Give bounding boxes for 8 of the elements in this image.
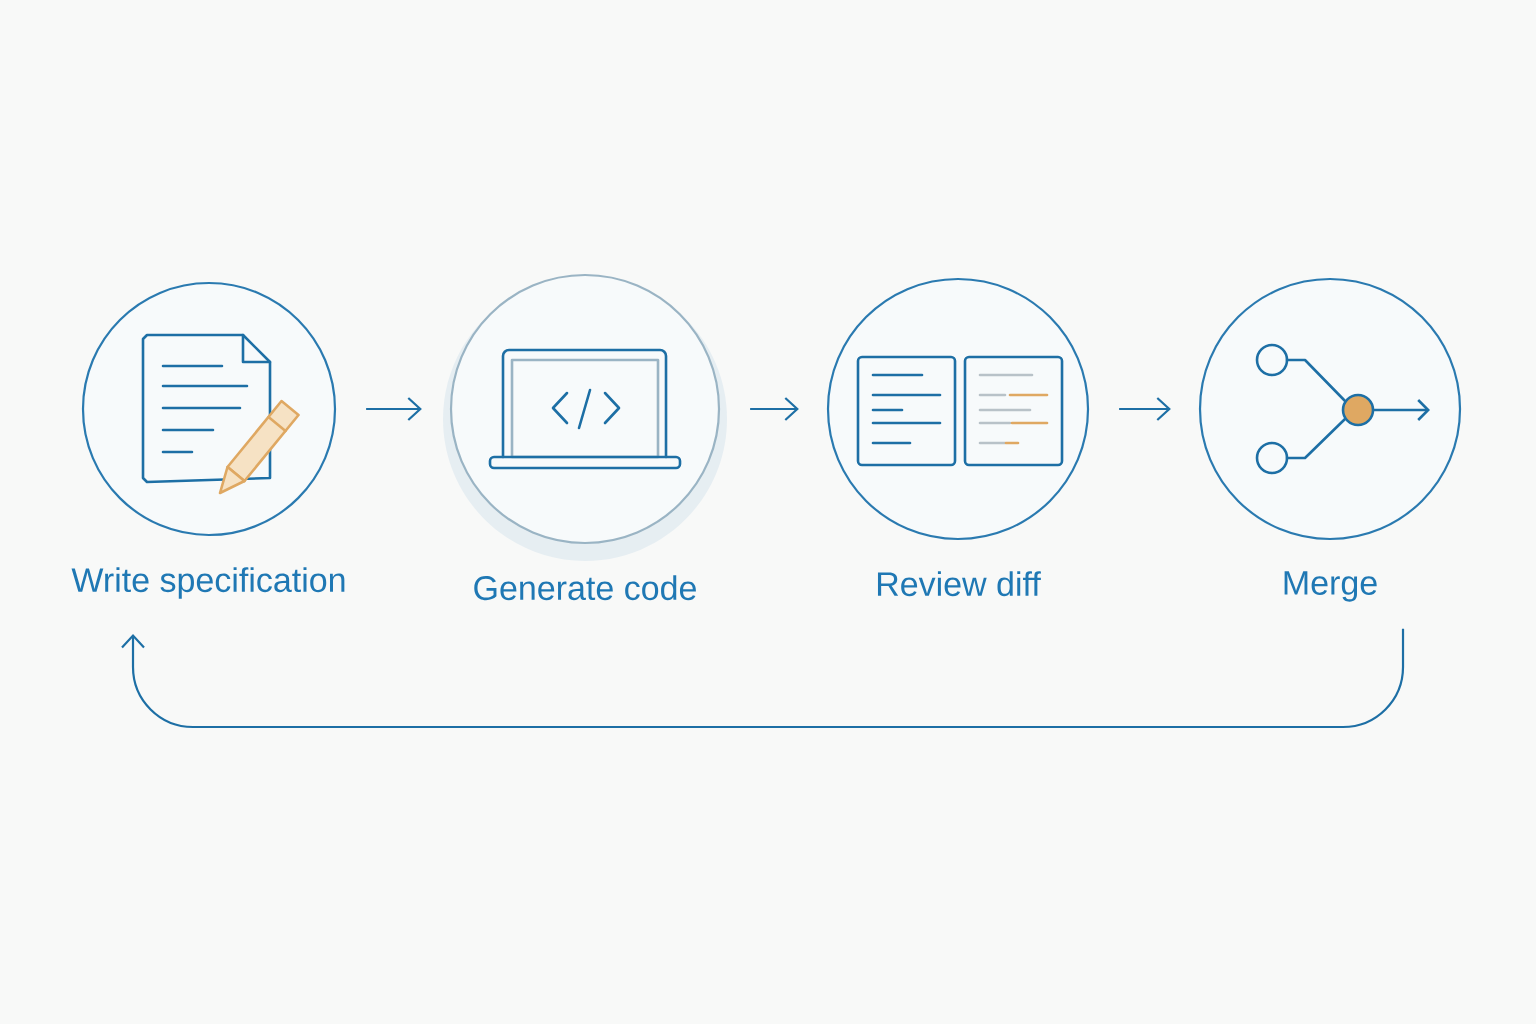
loop-arrow bbox=[121, 628, 1405, 729]
node-label: Generate code bbox=[474, 575, 696, 601]
node-label: Review diff bbox=[877, 571, 1041, 597]
arrow bbox=[750, 397, 799, 421]
node-label: Merge bbox=[1284, 571, 1377, 602]
arrow bbox=[366, 397, 422, 421]
node-label: Write specification bbox=[71, 567, 345, 599]
arrow bbox=[1119, 397, 1171, 421]
